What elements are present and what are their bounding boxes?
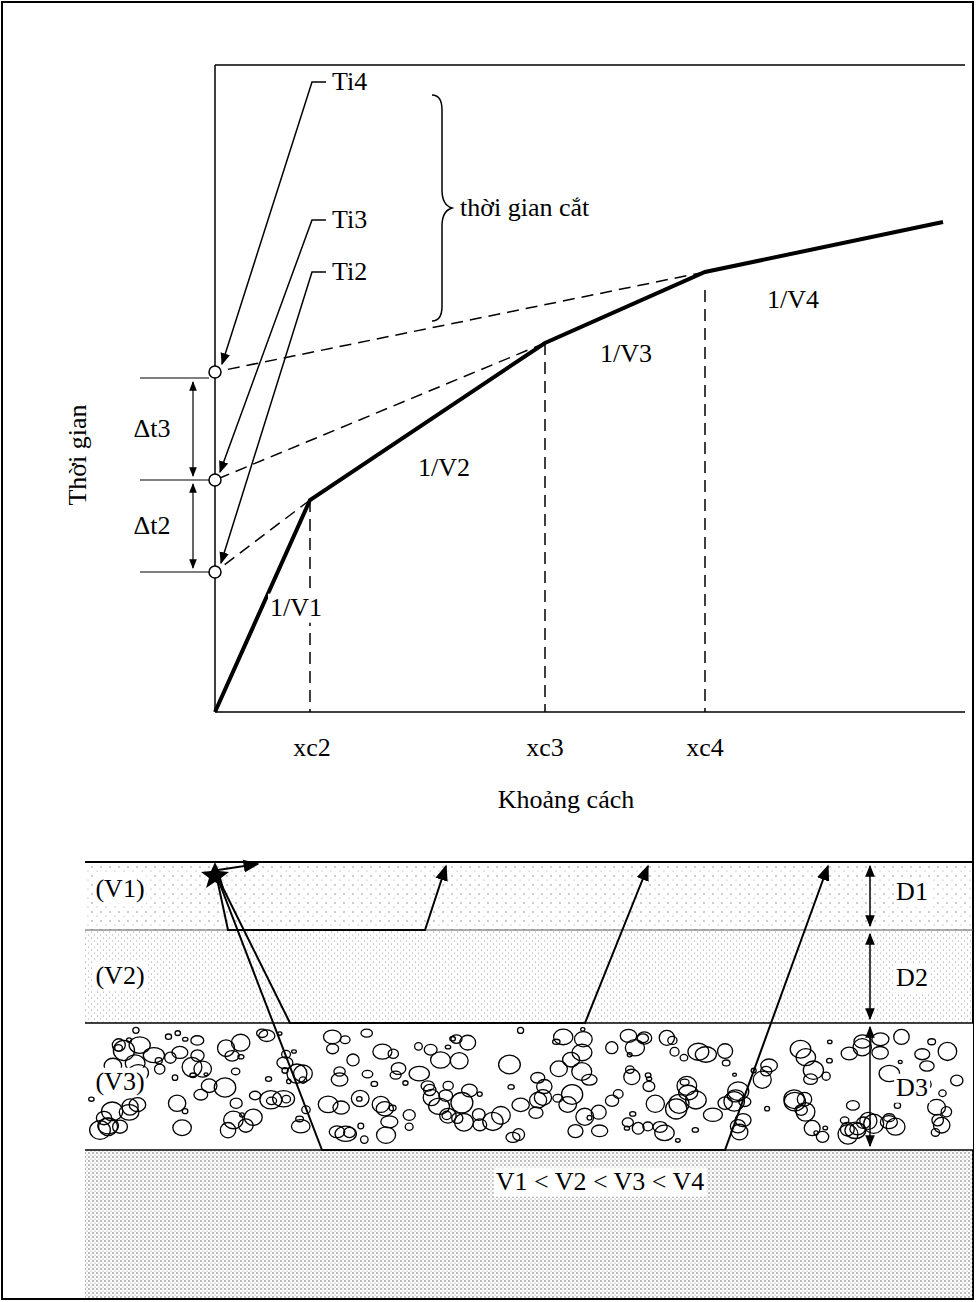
intercept-label: Ti3: [330, 206, 369, 235]
axis-title: Khoảng cách: [496, 786, 636, 815]
thickness-label: D2: [894, 964, 930, 993]
earth-layers: [85, 862, 973, 1298]
thickness-label: D3: [894, 1074, 930, 1103]
intercept-leaders: [220, 82, 326, 563]
travel-time-curve: [215, 222, 943, 712]
thickness-arrows: [869, 866, 871, 1146]
velocity-relation: V1 < V2 < V3 < V4: [494, 1168, 707, 1197]
source-star: [201, 862, 229, 888]
slope-label: 1/V1: [268, 594, 324, 623]
slope-label: 1/V4: [765, 286, 821, 315]
curly-brace: [432, 95, 452, 321]
intercept-label: Ti4: [330, 68, 369, 97]
layer-velocity: (V1): [93, 875, 146, 904]
axis-tick-label: xc2: [291, 734, 333, 763]
delta-label: Δt2: [132, 512, 173, 541]
layer-velocity: (V2): [93, 962, 146, 991]
layer-velocity: (V3): [93, 1068, 146, 1097]
slope-label: 1/V3: [598, 340, 654, 369]
axis-tick-label: xc4: [684, 734, 726, 763]
axis-title: Thời gian: [64, 402, 93, 507]
ray-paths: [216, 864, 828, 1150]
thickness-label: D1: [894, 878, 930, 907]
chart-axes: [215, 65, 965, 712]
slope-label: 1/V2: [416, 454, 472, 483]
gravel-texture: [89, 1027, 963, 1144]
delta-brackets: [140, 378, 209, 572]
intercept-extensions: [215, 272, 705, 712]
axis-tick-label: xc3: [524, 734, 566, 763]
brace-label: thời gian cắt: [458, 194, 591, 223]
intercept-points: [209, 366, 221, 578]
delta-label: Δt3: [132, 415, 173, 444]
intercept-label: Ti2: [330, 258, 369, 287]
